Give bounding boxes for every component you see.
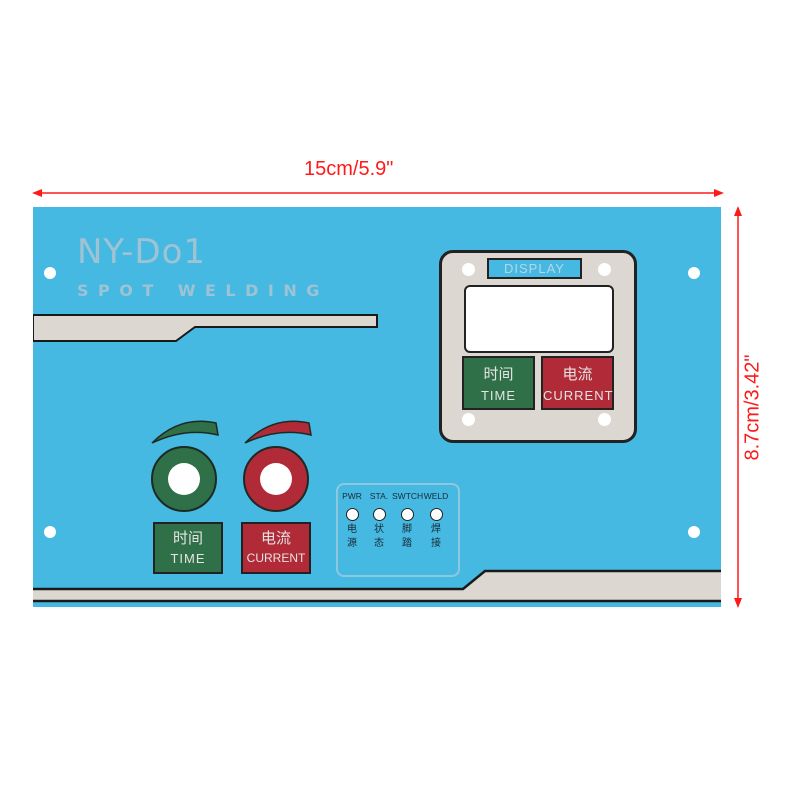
frame-hole [598,413,611,426]
width-dimension-label: 15cm/5.9" [304,158,394,180]
plate-cn-label: 时间 [172,529,203,547]
frame-hole [462,263,475,276]
indicator-cn: 脚 [402,524,412,535]
display-tag: DISPLAY [487,258,582,279]
indicator-cn: 踏 [402,538,412,549]
plate-en-label: CURRENT [246,551,306,565]
indicator-label: SWTCH [392,491,424,501]
mounting-hole [44,267,56,279]
display-window [464,285,614,353]
time-knob[interactable] [151,446,217,512]
led-icon [400,508,414,521]
knob-shaft-hole [260,463,292,495]
mounting-hole [688,267,700,279]
frame-hole [598,263,611,276]
indicator-swtch: SWTCH 脚 踏 [392,491,424,551]
key-en-label: CURRENT [543,388,614,403]
indicator-cn: 焊 [431,524,441,535]
model-title: NY-Do1 [77,232,207,272]
indicator-label: PWR [342,491,362,501]
knob-shaft-hole [168,463,200,495]
display-time-key[interactable]: 时间 TIME [462,356,535,410]
led-icon [345,508,359,521]
current-knob-brow-icon [244,420,312,444]
top-stripe-decoration [33,314,378,342]
mounting-hole [44,526,56,538]
indicator-cn: 源 [347,538,357,549]
indicator-sta: STA. 状 态 [364,491,394,551]
control-panel-overlay: NY-Do1 SPOT WELDING DISPLAY 时间 TIME 电流 C… [33,207,721,607]
display-current-key[interactable]: 电流 CURRENT [541,356,614,410]
indicator-weld: WELD 焊 接 [421,491,451,551]
indicator-cn: 态 [374,538,384,549]
key-cn-label: 电流 [562,365,593,383]
time-label-plate: 时间 TIME [153,522,223,574]
indicator-label: STA. [369,491,389,501]
led-icon [429,508,443,521]
width-dimension-arrow [32,189,724,197]
mounting-hole [688,526,700,538]
indicator-cn: 状 [374,524,384,535]
indicator-pwr: PWR 电 源 [337,491,367,551]
key-en-label: TIME [480,388,517,403]
indicator-label: WELD [423,491,449,501]
current-label-plate: 电流 CURRENT [241,522,311,574]
led-icon [372,508,386,521]
indicator-cn: 接 [431,538,441,549]
frame-hole [462,413,475,426]
time-knob-brow-icon [151,420,219,444]
bottom-stripe-decoration [33,569,721,603]
height-dimension-label: 8.7cm/3.42" [741,354,764,461]
current-knob[interactable] [243,446,309,512]
plate-cn-label: 电流 [260,529,291,547]
key-cn-label: 时间 [483,365,514,383]
indicator-panel: PWR 电 源 STA. 状 态 SWTCH 脚 踏 WELD 焊 接 [336,483,460,577]
height-dimension-arrow [734,206,742,608]
indicator-cn: 电 [347,524,357,535]
plate-en-label: TIME [170,551,206,566]
display-frame: DISPLAY 时间 TIME 电流 CURRENT [439,250,637,443]
subtitle: SPOT WELDING [77,281,329,300]
